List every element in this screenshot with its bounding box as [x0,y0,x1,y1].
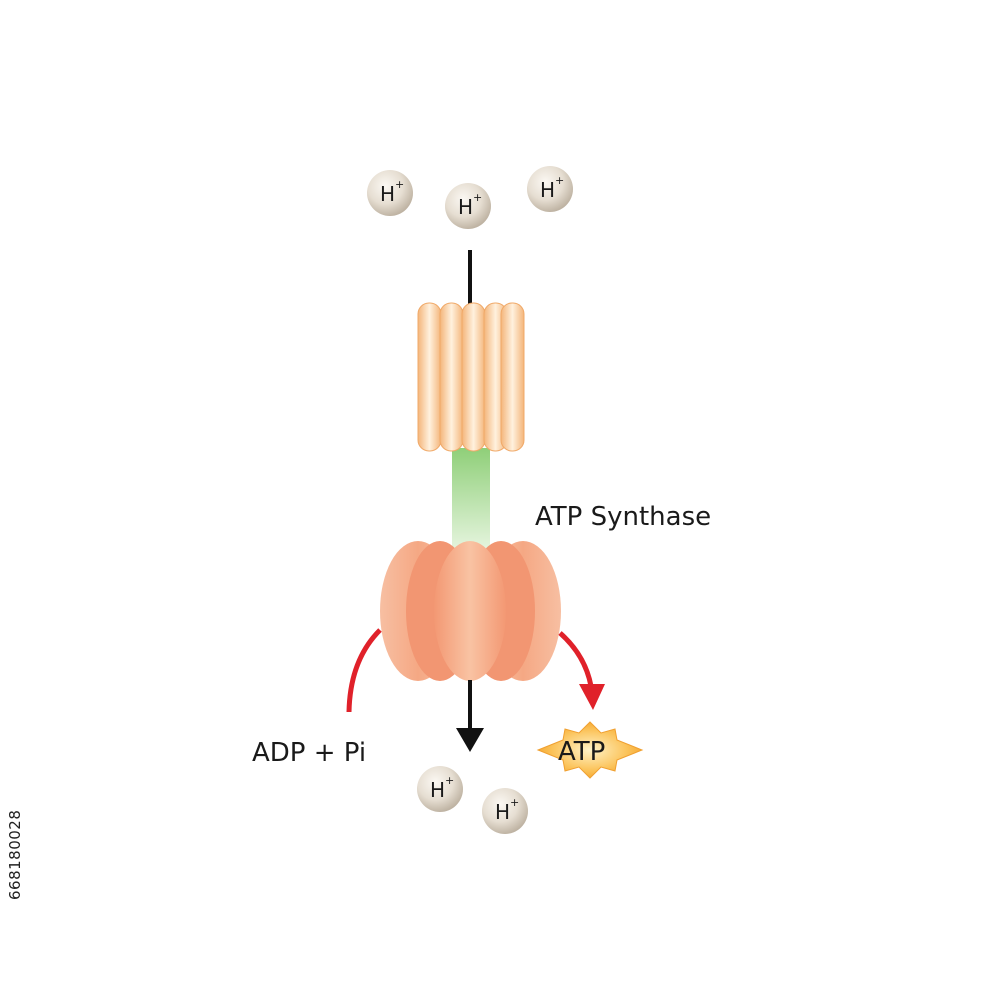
proton-ion: H + [417,766,463,812]
proton-ion: H + [445,183,491,229]
product-arrow [558,631,605,710]
svg-text:+: + [473,191,482,204]
reactants-label: ADP + Pi [252,738,366,768]
svg-text:+: + [510,796,519,809]
svg-text:H: H [495,800,510,824]
proton-ion: H + [527,166,573,212]
svg-text:+: + [445,774,454,787]
svg-text:+: + [395,178,404,191]
rotor-c-ring [417,302,525,452]
svg-text:H: H [540,178,555,202]
proton-exit-arrow [456,680,484,752]
svg-text:H: H [380,182,395,206]
svg-text:H: H [430,778,445,802]
svg-text:ATP: ATP [558,737,605,767]
stock-id-label: 668180028 [6,809,24,900]
svg-text:H: H [458,195,473,219]
reactant-arrow [346,628,382,713]
svg-text:+: + [555,174,564,187]
proton-ion: H + [367,170,413,216]
proton-ion: H + [482,788,528,834]
central-stalk [452,448,490,548]
atp-product-badge: ATP [536,721,644,779]
enzyme-label: ATP Synthase [535,502,711,532]
catalytic-head [380,541,561,681]
